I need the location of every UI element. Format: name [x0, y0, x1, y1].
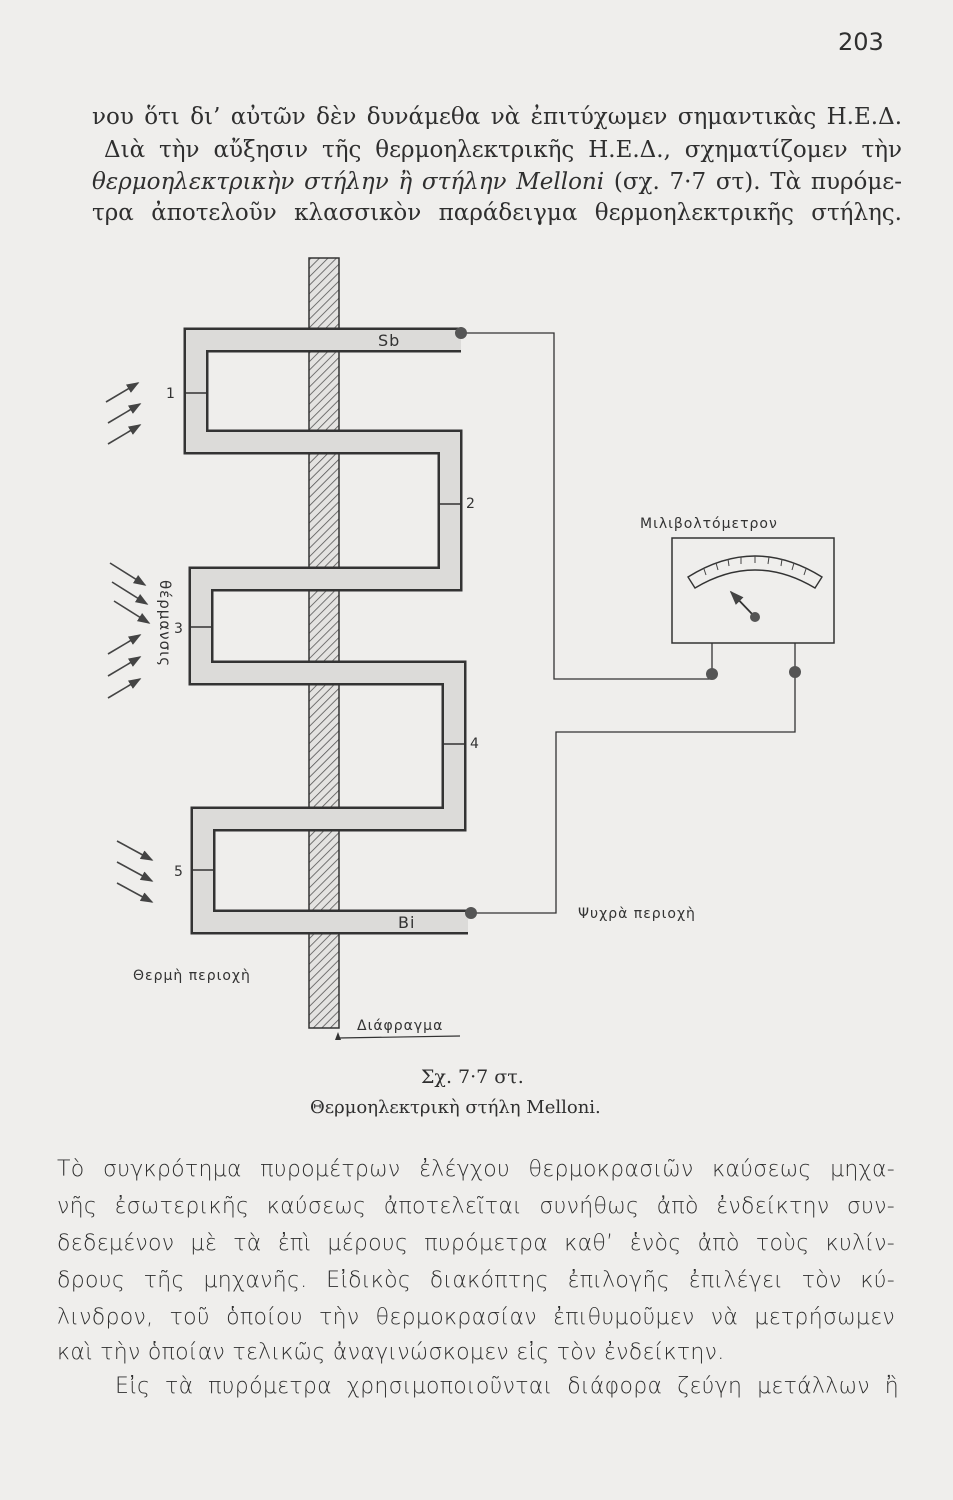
junction-1: 1 — [166, 386, 176, 402]
body-line: θερμοηλεκτρικὴν στήλην ἢ στήλην Melloni … — [92, 169, 902, 195]
body-line: δρους τῆς μηχανῆς. Εἰδικὸς διακόπτης ἐπι… — [57, 1268, 895, 1293]
label-bismuth: Bi — [398, 913, 415, 932]
hot-zone-label: Θερμὴ περιοχὴ — [133, 968, 251, 984]
heating-label: θέρμανσις — [156, 580, 174, 667]
body-line: λινδρον, τοῦ ὁποίου τὴν θερμοκρασίαν ἐπι… — [57, 1305, 895, 1330]
melloni-thermopile-diagram: 1 2 3 4 5 Sb Bi θέρμανσις — [105, 257, 835, 1040]
figure-number: Σχ. 7·7 στ. — [421, 1066, 524, 1088]
figure-caption: Θερμοηλεκτρικὴ στήλη Melloni. — [310, 1097, 601, 1118]
meter-terminal-right — [789, 666, 801, 678]
label-antimony: Sb — [378, 331, 400, 350]
junction-marks — [185, 392, 466, 871]
terminal-bi — [465, 907, 477, 919]
junction-3: 3 — [174, 621, 184, 637]
thermocouple-strip — [183, 327, 468, 935]
junction-4: 4 — [470, 736, 480, 752]
heat-arrows — [105, 382, 154, 903]
diaphragm — [308, 257, 340, 1029]
terminal-sb — [455, 327, 467, 339]
cold-zone-label: Ψυχρὰ περιοχὴ — [578, 906, 696, 922]
body-line: τρα ἀποτελοῦν κλασσικὸν παράδειγμα θερμο… — [92, 200, 902, 226]
millivoltmeter — [671, 537, 835, 644]
body-line: καὶ τὴν ὁποίαν τελικῶς ἀναγινώσκομεν εἰς… — [57, 1340, 725, 1365]
body-line: δεδεμένον μὲ τὰ ἐπὶ μέρους πυρόμετρα καθ… — [57, 1231, 895, 1256]
body-line: Διὰ τὴν αὔξησιν τῆς θερμοηλεκτρικῆς Η.Ε.… — [104, 137, 902, 163]
meter-label: Μιλιβολτόμετρον — [640, 516, 778, 532]
meter-terminal-left — [706, 668, 718, 680]
italic-term: θερμοηλεκτρικὴν στήλην ἢ στήλην Melloni — [92, 169, 605, 195]
junction-5: 5 — [174, 864, 184, 880]
body-line: Εἰς τὰ πυρόμετρα χρησιμοποιοῦνται διάφορ… — [115, 1374, 899, 1399]
diaphragm-label: Διάφραγμα — [357, 1018, 443, 1034]
body-line: νου ὅτι δι’ αὐτῶν δὲν δυνάμεθα νὰ ἐπιτύχ… — [92, 104, 902, 130]
page-number: 203 — [838, 28, 884, 56]
junction-2: 2 — [466, 496, 476, 512]
body-line: Τὸ συγκρότημα πυρομέτρων ἐλέγχου θερμοκρ… — [57, 1157, 895, 1182]
body-text: (σχ. 7·7 στ). Τὰ πυρόμε- — [604, 169, 902, 195]
body-line: νῆς ἐσωτερικῆς καύσεως ἀποτελεῖται συνήθ… — [57, 1194, 895, 1219]
